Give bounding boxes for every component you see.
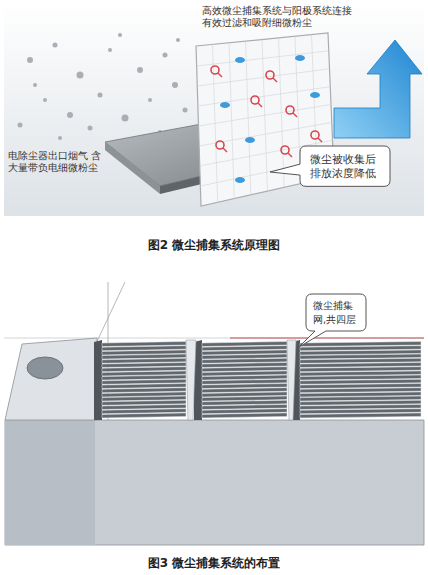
callout-text: 微尘捕集网,共四层 [313, 299, 359, 326]
net-line [279, 38, 285, 187]
fine-particle [235, 177, 245, 183]
layer-gap [287, 340, 296, 420]
outflow-arrow [334, 40, 422, 138]
callout-text: 微尘被收集后 排放浓度降低 [310, 152, 380, 180]
dust-particle [148, 98, 152, 102]
dust-particle [172, 82, 178, 88]
annotation: 高效微尘捕集系统与阳极系统连接 有效过滤和吸附细微粉尘 [202, 5, 352, 30]
dust-particle [163, 53, 168, 58]
charged-particle [286, 106, 294, 114]
guide-line [230, 338, 424, 339]
callout-outline [300, 146, 390, 186]
callout-outline [299, 294, 366, 347]
fine-particle [295, 55, 305, 61]
inlet-opening [27, 357, 63, 379]
annotation: 电除尘器出口烟气 含大量带负电细微粉尘 [8, 150, 108, 175]
dust-particle [67, 112, 73, 118]
dust-particle [176, 38, 180, 42]
fine-particle [235, 57, 245, 63]
dust-particle [53, 43, 58, 48]
dust-particle [33, 83, 37, 87]
capture-net-layers [94, 340, 421, 420]
dust-particle [137, 67, 143, 73]
dust-particles [18, 33, 188, 140]
charged-particle [273, 78, 277, 82]
layer-side [94, 340, 102, 420]
dust-particle [183, 108, 188, 113]
dust-particle [108, 48, 112, 52]
fine-particle [220, 102, 230, 108]
figure-ground [4, 0, 424, 216]
charged-particle [216, 141, 224, 149]
dust-particle [77, 72, 84, 79]
net-line [199, 122, 332, 146]
charged-particle [293, 113, 297, 117]
dust-particle [118, 33, 122, 37]
charged-particle [281, 146, 289, 154]
net-layer [102, 413, 186, 418]
charged-particle [258, 103, 262, 107]
charged-particle [266, 71, 274, 79]
housing [5, 420, 424, 545]
charged-particle [218, 73, 222, 77]
charged-particle [223, 148, 227, 152]
dust-particle [43, 98, 47, 102]
callout-outline [306, 294, 366, 331]
charged-particle [211, 66, 219, 74]
layer-gap [186, 340, 196, 420]
charged-particle [251, 96, 259, 104]
electrode-plate-edge [105, 142, 160, 194]
dust-particle [58, 136, 62, 140]
figure-caption: 图3 微尘捕集系统的布置 [0, 556, 428, 572]
callout-bubble: 微尘被收集后 排放浓度降低 [300, 146, 390, 186]
housing-side [5, 420, 95, 545]
charged-particle [311, 131, 319, 139]
callout-bubble: 微尘捕集网,共四层 [306, 294, 366, 331]
net-layer [300, 413, 421, 418]
net-layer [202, 413, 287, 418]
callout-outline [270, 146, 390, 186]
guide-line [4, 338, 424, 339]
inlet-end [5, 338, 97, 420]
dust-particle [18, 123, 23, 128]
charged-particle [288, 153, 292, 157]
fine-particle [310, 92, 320, 98]
dust-particle [98, 93, 103, 98]
dust-particle [88, 126, 93, 131]
dust-particle [27, 57, 33, 63]
dust-particle [122, 115, 129, 122]
figure-caption: 图2 微尘捕集系统原理图 [0, 238, 428, 254]
net-line [199, 105, 332, 127]
charged-particle [318, 138, 322, 142]
fine-particle [245, 137, 255, 143]
